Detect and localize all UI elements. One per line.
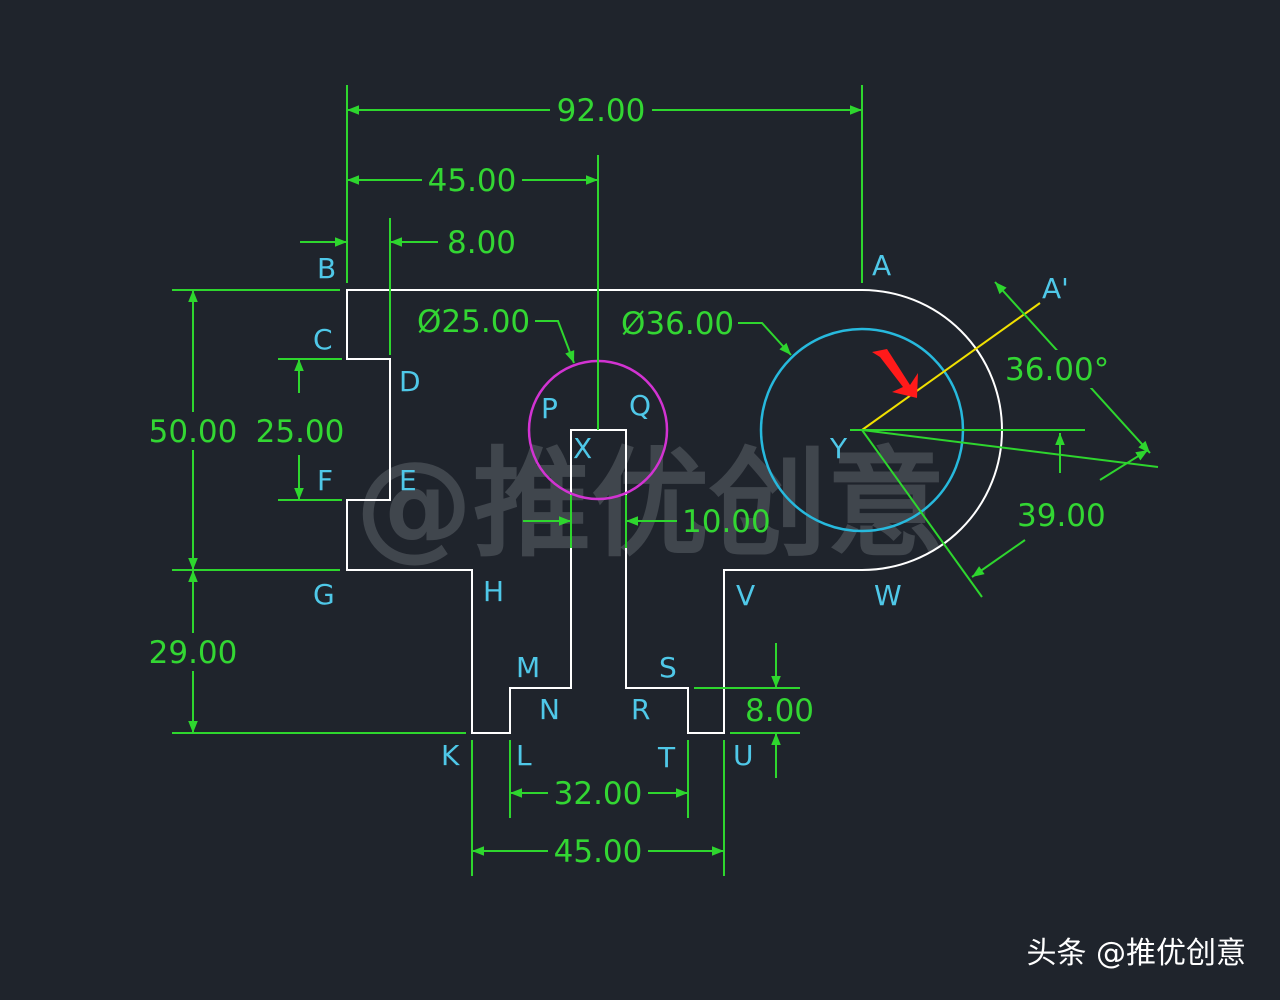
- dim-10: 10.00: [682, 504, 771, 540]
- leader-large-circle: [738, 322, 792, 356]
- point-label-l: L: [516, 739, 532, 772]
- dim-gap: [550, 92, 652, 128]
- dim-arrow-39-right: [1099, 449, 1149, 481]
- dim-39: 39.00: [1017, 498, 1106, 534]
- dim-gap: [150, 412, 238, 450]
- dim-gap: [422, 162, 522, 198]
- red-arrow-icon: [872, 349, 918, 398]
- dim-angle-36: 36.00°: [1005, 352, 1109, 388]
- dim-gap: [548, 833, 648, 869]
- part-outline: [346, 289, 1003, 734]
- point-label-x: X: [573, 432, 592, 465]
- point-label-f: F: [317, 464, 333, 497]
- extension-line-radial: [861, 429, 983, 598]
- point-label-c: C: [313, 323, 333, 356]
- point-label-s: S: [659, 651, 677, 684]
- dim-45-top: 45.00: [428, 163, 517, 199]
- dim-32: 32.00: [554, 776, 643, 812]
- dim-50: 50.00: [149, 414, 238, 450]
- dim-arrow-39-lower: [971, 539, 1026, 578]
- point-label-v: V: [736, 579, 755, 612]
- dim-8-foot: 8.00: [745, 693, 814, 729]
- point-label-w: W: [874, 579, 902, 612]
- dim-gap: [548, 775, 648, 811]
- point-label-m: M: [516, 651, 540, 684]
- dim-8-top: 8.00: [447, 225, 516, 261]
- dim-diameter-36: Ø36.00: [621, 306, 734, 342]
- point-label-y: Y: [829, 432, 848, 465]
- point-label-b: B: [317, 252, 336, 285]
- dim-25: 25.00: [256, 414, 345, 450]
- point-label-r: R: [631, 693, 650, 726]
- footer-credit: 头条 @推优创意: [1026, 936, 1246, 971]
- point-label-a: A: [872, 249, 891, 282]
- point-label-h: H: [483, 575, 504, 608]
- point-label-p: P: [541, 392, 558, 425]
- point-label-n: N: [539, 693, 560, 726]
- dim-gap: [150, 633, 238, 671]
- dim-92: 92.00: [557, 93, 646, 129]
- point-label-d: D: [399, 365, 421, 398]
- point-label-u: U: [733, 739, 754, 772]
- point-label-t: T: [657, 741, 676, 774]
- point-label-e: E: [399, 464, 417, 497]
- dim-diameter-25: Ø25.00: [417, 304, 530, 340]
- dim-45-bottom: 45.00: [554, 834, 643, 870]
- point-label-q: Q: [629, 389, 651, 422]
- point-label-k: K: [441, 739, 460, 772]
- point-label-g: G: [313, 578, 335, 611]
- point-label-a-prime: A': [1042, 272, 1069, 305]
- leader-small-circle: [535, 320, 575, 364]
- dim-29: 29.00: [149, 635, 238, 671]
- watermark: @推优创意: [355, 435, 945, 573]
- dim-gap: [1003, 350, 1099, 388]
